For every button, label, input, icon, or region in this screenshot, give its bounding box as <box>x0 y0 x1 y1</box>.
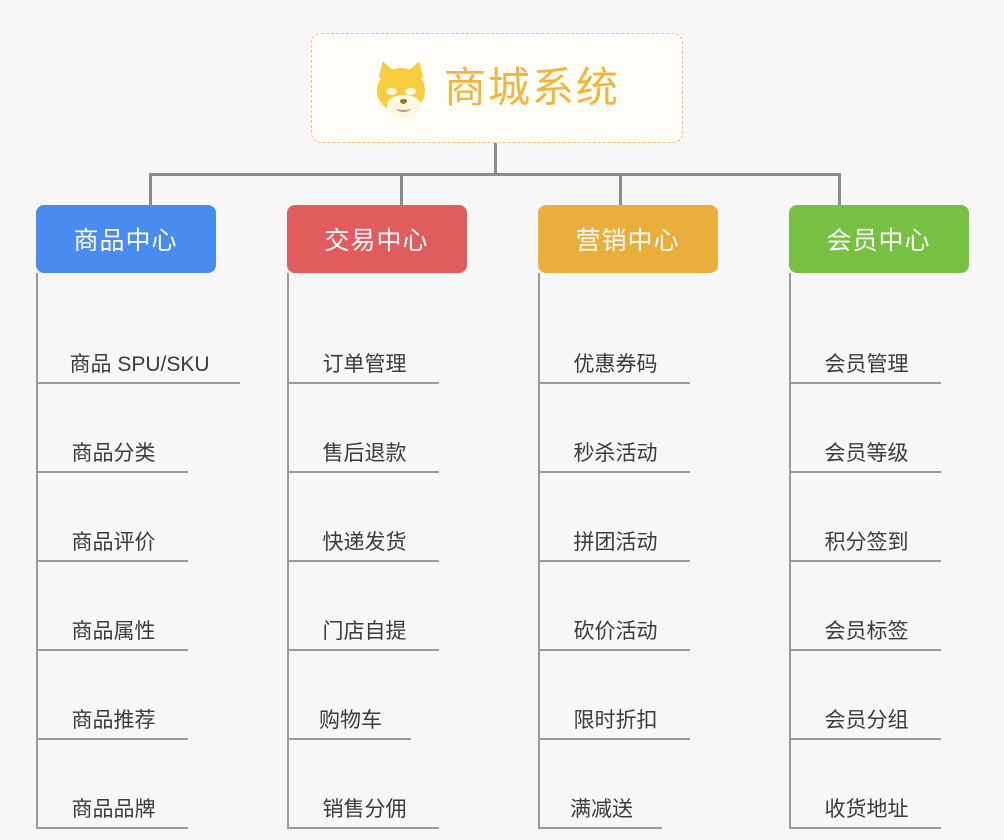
connector-horizontal-bus <box>149 173 840 176</box>
leaf-label: 积分签到 <box>824 530 909 554</box>
connector-drop-4 <box>838 173 841 205</box>
leaf-item[interactable]: 积分签到 <box>788 473 941 562</box>
leaf-label: 销售分佣 <box>322 797 407 821</box>
category-header-trade[interactable]: 交易中心 <box>286 205 467 273</box>
leaf-item[interactable]: 秒杀活动 <box>537 384 690 473</box>
leaf-item[interactable]: 商品推荐 <box>35 651 188 740</box>
leaf-list-trade: 订单管理 售后退款 快递发货 门店自提 购物车 销售分佣 <box>286 273 467 829</box>
leaf-label: 购物车 <box>319 708 382 732</box>
leaf-list-marketing: 优惠券码 秒杀活动 拼团活动 砍价活动 限时折扣 满减送 <box>537 273 718 829</box>
leaf-spine <box>35 273 38 829</box>
shiba-eye-right-icon <box>404 88 416 95</box>
shiba-mouth-icon <box>395 105 411 112</box>
leaf-label: 门店自提 <box>322 619 407 643</box>
root-title: 商城系统 <box>443 64 620 111</box>
root-node[interactable]: 商城系统 <box>311 33 683 143</box>
category-header-member[interactable]: 会员中心 <box>788 205 969 273</box>
category-label: 会员中心 <box>826 227 931 255</box>
leaf-label: 砍价活动 <box>573 619 658 643</box>
category-column-member: 会员中心 会员管理 会员等级 积分签到 会员标签 会员分组 收货地址 <box>753 205 1004 829</box>
leaf-item[interactable]: 砍价活动 <box>537 562 690 651</box>
category-label: 交易中心 <box>324 227 429 255</box>
leaf-item[interactable]: 优惠券码 <box>537 295 690 384</box>
leaf-item[interactable]: 商品分类 <box>35 384 188 473</box>
shiba-inu-icon <box>374 58 428 119</box>
leaf-spine <box>286 273 289 829</box>
category-label: 营销中心 <box>575 227 680 255</box>
category-column-product: 商品中心 商品 SPU/SKU 商品分类 商品评价 商品属性 商品推荐 商品品牌 <box>0 205 251 829</box>
leaf-label: 会员标签 <box>824 619 909 643</box>
leaf-item[interactable]: 商品评价 <box>35 473 188 562</box>
leaf-label: 拼团活动 <box>573 530 658 554</box>
leaf-item[interactable]: 快递发货 <box>286 473 439 562</box>
leaf-item[interactable]: 订单管理 <box>286 295 439 384</box>
leaf-item[interactable]: 满减送 <box>537 740 662 829</box>
shiba-face-icon <box>376 68 425 119</box>
leaf-item[interactable]: 购物车 <box>286 651 411 740</box>
leaf-label: 会员等级 <box>824 441 909 465</box>
leaf-label: 限时折扣 <box>573 708 658 732</box>
leaf-label: 收货地址 <box>824 797 909 821</box>
category-columns: 商品中心 商品 SPU/SKU 商品分类 商品评价 商品属性 商品推荐 商品品牌… <box>0 205 1004 829</box>
leaf-item[interactable]: 会员标签 <box>788 562 941 651</box>
leaf-spine <box>788 273 791 829</box>
leaf-list-product: 商品 SPU/SKU 商品分类 商品评价 商品属性 商品推荐 商品品牌 <box>35 273 240 829</box>
leaf-item[interactable]: 门店自提 <box>286 562 439 651</box>
leaf-label: 会员分组 <box>824 708 909 732</box>
leaf-label: 商品推荐 <box>71 708 156 732</box>
connector-drop-3 <box>619 173 622 205</box>
leaf-label: 秒杀活动 <box>573 441 658 465</box>
leaf-item[interactable]: 限时折扣 <box>537 651 690 740</box>
category-column-marketing: 营销中心 优惠券码 秒杀活动 拼团活动 砍价活动 限时折扣 满减送 <box>502 205 753 829</box>
leaf-item[interactable]: 商品 SPU/SKU <box>35 295 240 384</box>
leaf-item[interactable]: 拼团活动 <box>537 473 690 562</box>
connector-root-stem <box>494 143 497 175</box>
leaf-item[interactable]: 会员等级 <box>788 384 941 473</box>
leaf-item[interactable]: 商品品牌 <box>35 740 188 829</box>
connector-drop-2 <box>400 173 403 205</box>
category-header-marketing[interactable]: 营销中心 <box>537 205 718 273</box>
leaf-item[interactable]: 会员管理 <box>788 295 941 384</box>
leaf-item[interactable]: 会员分组 <box>788 651 941 740</box>
leaf-list-member: 会员管理 会员等级 积分签到 会员标签 会员分组 收货地址 <box>788 273 969 829</box>
leaf-label: 商品 SPU/SKU <box>69 352 210 376</box>
leaf-item[interactable]: 收货地址 <box>788 740 941 829</box>
connector-drop-1 <box>149 173 152 205</box>
leaf-label: 商品分类 <box>71 441 156 465</box>
leaf-label: 商品评价 <box>71 530 156 554</box>
leaf-item[interactable]: 商品属性 <box>35 562 188 651</box>
leaf-label: 售后退款 <box>322 441 407 465</box>
leaf-item[interactable]: 售后退款 <box>286 384 439 473</box>
leaf-spine <box>537 273 540 829</box>
category-column-trade: 交易中心 订单管理 售后退款 快递发货 门店自提 购物车 销售分佣 <box>251 205 502 829</box>
shiba-nose-icon <box>399 99 407 104</box>
leaf-label: 满减送 <box>570 797 633 821</box>
category-label: 商品中心 <box>73 227 178 255</box>
category-header-product[interactable]: 商品中心 <box>35 205 216 273</box>
leaf-label: 快递发货 <box>322 530 407 554</box>
leaf-label: 商品品牌 <box>71 797 156 821</box>
shiba-eye-left-icon <box>385 88 397 95</box>
leaf-label: 会员管理 <box>824 352 909 376</box>
leaf-item[interactable]: 销售分佣 <box>286 740 439 829</box>
leaf-label: 商品属性 <box>71 619 156 643</box>
leaf-label: 优惠券码 <box>573 352 658 376</box>
leaf-label: 订单管理 <box>322 352 407 376</box>
